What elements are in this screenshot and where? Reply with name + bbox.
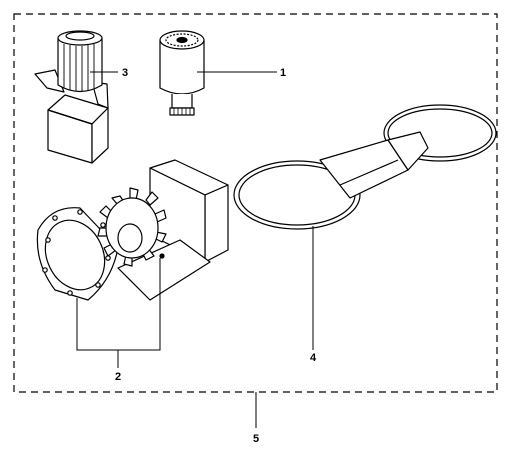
filter-with-neck-illustration: [159, 30, 205, 116]
callout-label-1: 1: [280, 67, 286, 79]
callout-label-5: 5: [253, 433, 259, 445]
kit-boundary-dashed-frame: [13, 13, 498, 393]
callout-label-3: 3: [122, 67, 128, 79]
impeller-gasket-box-illustration: [36, 159, 229, 301]
leader-lines: [76, 71, 314, 428]
callout-label-4: 4: [310, 352, 317, 364]
belt-loop-illustration: [233, 104, 497, 230]
callout-label-2: 2: [115, 371, 121, 383]
filter-in-box-illustration: [34, 30, 109, 164]
